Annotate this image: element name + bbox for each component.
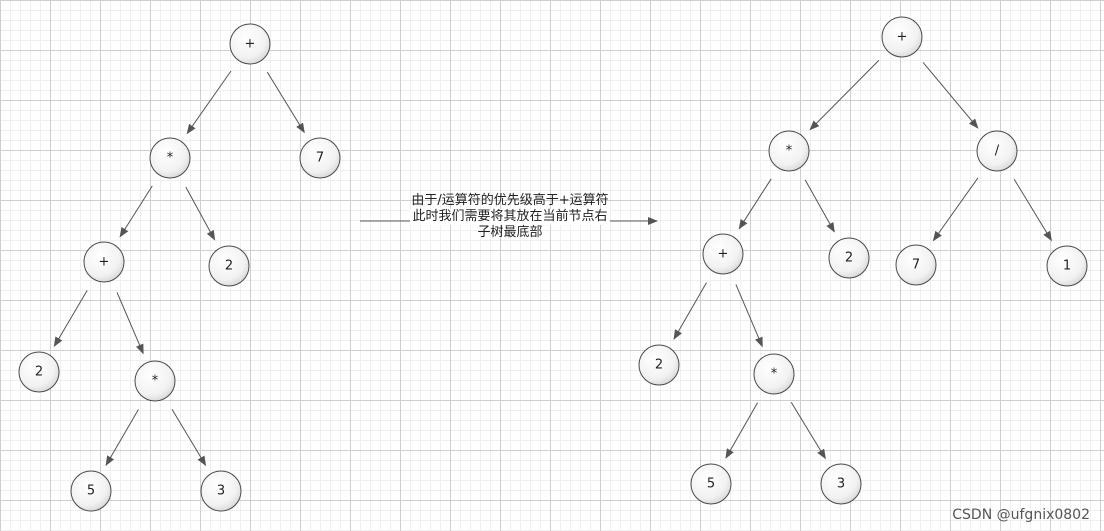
annotation-line-1: 由于/运算符的优先级高于+运算符	[411, 193, 609, 208]
node-label: 3	[837, 477, 845, 492]
right-edge-R3-R6	[932, 177, 979, 242]
left-tree: + * 7 +2 2 * 5 3	[18, 23, 341, 512]
node-label: +	[718, 247, 729, 262]
left-node-L2: *	[149, 137, 191, 179]
left-node-L7: *	[134, 360, 176, 402]
right-node-R5: 2	[828, 237, 870, 279]
node-circle	[229, 23, 271, 65]
left-edge-L7-L8	[105, 409, 139, 466]
right-node-R3: /	[976, 130, 1018, 172]
node-label: +	[245, 37, 256, 52]
node-circle	[895, 244, 937, 286]
left-edge-L2-L4	[119, 185, 153, 238]
node-label: *	[771, 367, 778, 382]
left-edge-L1-L3	[266, 71, 305, 134]
node-circle	[820, 463, 862, 505]
right-edge-R9-R11	[790, 401, 826, 460]
left-node-L1: +	[229, 23, 271, 65]
right-node-R4: +	[702, 233, 744, 275]
node-circle	[768, 130, 810, 172]
node-circle	[881, 16, 923, 58]
node-label: 5	[87, 484, 95, 499]
node-label: 7	[316, 151, 324, 166]
node-circle	[70, 470, 112, 512]
right-node-R2: *	[768, 130, 810, 172]
right-edge-R2-R4	[738, 178, 772, 230]
left-node-L8: 5	[70, 470, 112, 512]
right-edge-R1-R2	[809, 60, 880, 131]
left-edge-L4-L6	[53, 290, 88, 348]
node-circle	[134, 360, 176, 402]
node-circle	[299, 137, 341, 179]
node-label: 2	[225, 259, 233, 274]
node-circle	[690, 463, 732, 505]
node-label: 3	[217, 484, 225, 499]
node-circle	[83, 241, 125, 283]
left-node-L6: 2	[18, 351, 60, 393]
node-label: /	[995, 144, 1000, 159]
right-edge-R2-R5	[804, 179, 835, 233]
node-circle	[1046, 245, 1088, 287]
right-node-R6: 7	[895, 244, 937, 286]
watermark: CSDN @ufgnix0802	[952, 507, 1090, 523]
right-node-R1: +	[881, 16, 923, 58]
right-edge-R1-R3	[922, 62, 979, 129]
left-edge-L2-L5	[185, 186, 216, 241]
node-circle	[753, 353, 795, 395]
right-edge-R9-R10	[725, 402, 759, 459]
right-node-R8: 2	[638, 344, 680, 386]
node-circle	[149, 137, 191, 179]
left-edge-L1-L2	[186, 70, 232, 135]
node-label: 2	[655, 358, 663, 373]
node-label: 1	[1063, 259, 1071, 274]
right-edge-R4-R8	[673, 282, 707, 340]
left-node-L4: +	[83, 241, 125, 283]
node-circle	[828, 237, 870, 279]
left-edge-L4-L7	[116, 292, 144, 355]
left-node-L3: 7	[299, 137, 341, 179]
node-label: *	[786, 144, 793, 159]
node-circle	[638, 344, 680, 386]
node-label: 5	[707, 477, 715, 492]
node-label: 2	[35, 365, 43, 380]
right-tree: + * / +2 7 1 2 * 5 3	[638, 16, 1088, 505]
node-label: 7	[912, 258, 920, 273]
node-label: *	[167, 151, 174, 166]
right-node-R7: 1	[1046, 245, 1088, 287]
right-edge-R4-R9	[735, 284, 763, 348]
left-edge-L7-L9	[171, 409, 207, 467]
node-label: *	[152, 374, 159, 389]
node-label: +	[897, 30, 908, 45]
left-node-L5: 2	[208, 245, 250, 287]
right-node-R9: *	[753, 353, 795, 395]
left-node-L9: 3	[200, 470, 242, 512]
annotation-text: 由于/运算符的优先级高于+运算符 此时我们需要将其放在当前节点右 子树最底部	[380, 193, 640, 241]
node-circle	[18, 351, 60, 393]
annotation-line-3: 子树最底部	[477, 225, 543, 240]
node-circle	[208, 245, 250, 287]
right-node-R11: 3	[820, 463, 862, 505]
annotation-line-2: 此时我们需要将其放在当前节点右	[410, 209, 610, 225]
node-circle	[976, 130, 1018, 172]
node-circle	[702, 233, 744, 275]
node-circle	[200, 470, 242, 512]
node-label: +	[99, 255, 110, 270]
node-label: 2	[845, 251, 853, 266]
right-edge-R3-R7	[1013, 178, 1052, 242]
right-node-R10: 5	[690, 463, 732, 505]
